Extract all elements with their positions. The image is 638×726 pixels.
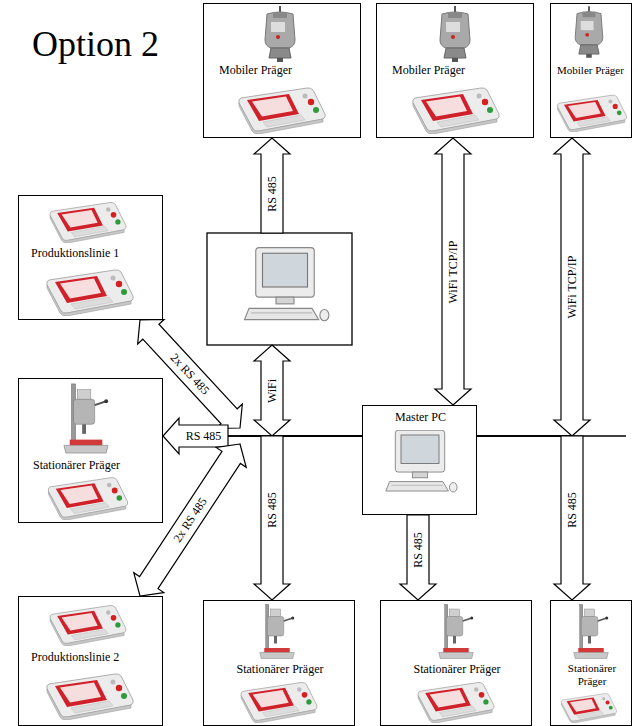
connector-arrow xyxy=(477,138,590,436)
device-label: Stationärer Präger xyxy=(208,663,352,676)
device-label: Stationärer Präger xyxy=(555,662,629,688)
connection-label: RS 485 xyxy=(411,530,425,570)
device-box: Master PC xyxy=(362,405,477,515)
controller-icon xyxy=(241,682,317,723)
device-box: Produktionslinie 1 xyxy=(18,195,163,320)
bus-line xyxy=(477,435,572,437)
bus-line xyxy=(272,435,362,437)
connection-label: RS 485 xyxy=(265,490,279,530)
device-box: Stationärer Präger xyxy=(203,600,355,726)
press-icon xyxy=(574,605,609,659)
connector-arrow xyxy=(134,436,362,596)
computer-icon xyxy=(245,248,329,321)
connection-label: RS 485 xyxy=(265,174,279,214)
device-label: Master PC xyxy=(367,411,474,424)
mobile-head-icon xyxy=(575,6,603,58)
hollow-arrow xyxy=(554,436,590,600)
controller-icon xyxy=(413,88,500,134)
hollow-arrow xyxy=(138,320,243,429)
connector-arrow xyxy=(477,436,590,600)
bus-line xyxy=(228,435,362,437)
bus-line xyxy=(228,435,362,437)
hollow-arrow xyxy=(554,138,590,436)
mobile-head-icon xyxy=(440,6,470,62)
device-label: Produktionslinie 1 xyxy=(31,247,160,260)
diagram-title: Option 2 xyxy=(32,24,159,64)
controller-icon xyxy=(50,605,126,646)
hollow-arrow xyxy=(254,345,290,436)
controller-icon xyxy=(47,674,134,720)
bus-line xyxy=(240,435,362,437)
press-icon xyxy=(439,605,474,659)
mobile-head-icon xyxy=(265,6,295,62)
bus-line xyxy=(477,435,626,437)
device-label: Produktionslinie 2 xyxy=(31,651,160,664)
connector-arrow xyxy=(138,320,362,436)
device-label: Stationärer Präger xyxy=(33,459,160,472)
computer-icon xyxy=(386,430,457,492)
connection-label: 2x RS 485 xyxy=(169,493,211,546)
controller-icon xyxy=(50,202,126,243)
connection-label: WiFi xyxy=(265,376,279,404)
press-icon xyxy=(260,605,295,659)
bus-line xyxy=(240,435,362,437)
device-box: Produktionslinie 2 xyxy=(18,596,163,726)
computer-box xyxy=(207,233,352,345)
hollow-arrow xyxy=(254,138,290,233)
device-box: Mobiler Präger xyxy=(203,3,361,138)
connection-label: 2x RS 485 xyxy=(166,349,213,399)
device-label: Mobiler Präger xyxy=(557,64,629,77)
connection-label: RS 485 xyxy=(184,429,224,443)
connection-label: RS 485 xyxy=(565,490,579,530)
connector-arrow xyxy=(400,515,436,600)
device-label: Stationärer Präger xyxy=(385,663,529,676)
bus-line xyxy=(477,435,572,437)
hollow-arrow xyxy=(400,515,436,600)
device-box: Mobiler Präger xyxy=(376,3,534,138)
device-box: Stationärer Präger xyxy=(550,600,632,726)
press-icon xyxy=(64,384,108,453)
controller-icon xyxy=(418,682,494,723)
device-box: Mobiler Präger xyxy=(550,3,632,138)
device-label: Mobiler Präger xyxy=(392,64,531,77)
controller-icon xyxy=(48,478,128,520)
device-label: Mobiler Präger xyxy=(219,64,358,77)
device-box: Stationärer Präger xyxy=(380,600,532,726)
controller-icon xyxy=(557,95,626,132)
connector-arrow xyxy=(254,436,362,600)
connection-label: WiFi TCP/IP xyxy=(446,238,460,305)
hollow-arrow xyxy=(435,138,471,405)
device-box: Stationärer Präger xyxy=(18,378,163,523)
hollow-arrow xyxy=(134,444,246,596)
connection-label: WiFi TCP/IP xyxy=(565,254,579,321)
controller-icon xyxy=(561,694,616,724)
connector-arrow xyxy=(435,138,471,405)
controller-icon xyxy=(239,88,326,134)
hollow-arrow xyxy=(254,436,290,600)
controller-icon xyxy=(47,270,134,316)
